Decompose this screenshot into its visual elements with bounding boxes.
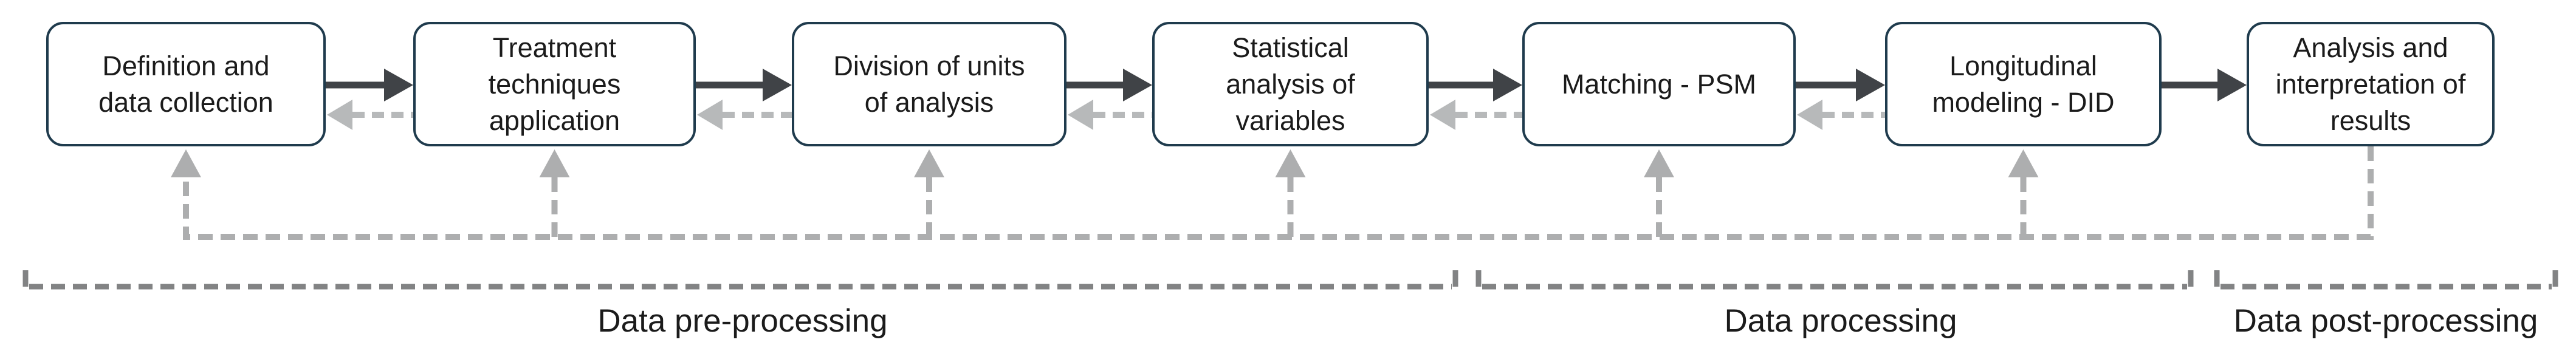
feedback-arrow-head <box>1275 149 1306 177</box>
stage-label: Definition and data collection <box>98 50 273 118</box>
backward-arrow-head <box>327 100 352 130</box>
stage-box-3: Division of units of analysis <box>792 22 1066 146</box>
stage-box-7: Analysis and interpretation of results <box>2247 22 2495 146</box>
stage-box-2: Treatment techniques application <box>413 22 696 146</box>
stage-label: Division of units of analysis <box>833 50 1025 118</box>
stage-label: Treatment techniques application <box>488 32 621 136</box>
forward-arrow-head <box>384 69 413 101</box>
forward-arrow-head <box>1856 69 1885 101</box>
feedback-arrow-head <box>2008 149 2039 177</box>
feedback-arrow-head <box>539 149 570 177</box>
feedback-loop-line <box>183 146 2374 240</box>
backward-arrow-head <box>1430 100 1455 130</box>
stage-box-6: Longitudinal modeling - DID <box>1885 22 2162 146</box>
feedback-arrow-head <box>1644 149 1674 177</box>
stage-label: Longitudinal modeling - DID <box>1932 50 2115 118</box>
feedback-arrow-head <box>914 149 944 177</box>
feedback-arrow-head <box>171 149 201 177</box>
forward-arrow-head <box>763 69 792 101</box>
phase-label-pre-processing: Data pre-processing <box>597 303 888 339</box>
backward-arrow-head <box>1068 100 1093 130</box>
forward-arrow-head <box>1123 69 1152 101</box>
forward-arrow-head <box>2217 69 2247 101</box>
stage-label: Matching - PSM <box>1561 68 1757 100</box>
stage-box-4: Statistical analysis of variables <box>1152 22 1429 146</box>
forward-arrow-head <box>1493 69 1522 101</box>
phase-label-post-processing: Data post-processing <box>2233 303 2538 339</box>
stage-box-5: Matching - PSM <box>1522 22 1796 146</box>
stage-label: Analysis and interpretation of results <box>2275 32 2466 136</box>
stage-label: Statistical analysis of variables <box>1226 32 1355 136</box>
stage-box-1: Definition and data collection <box>46 22 326 146</box>
backward-arrow-head <box>697 100 723 130</box>
phase-label-processing: Data processing <box>1724 303 1957 339</box>
backward-arrow-head <box>1797 100 1822 130</box>
